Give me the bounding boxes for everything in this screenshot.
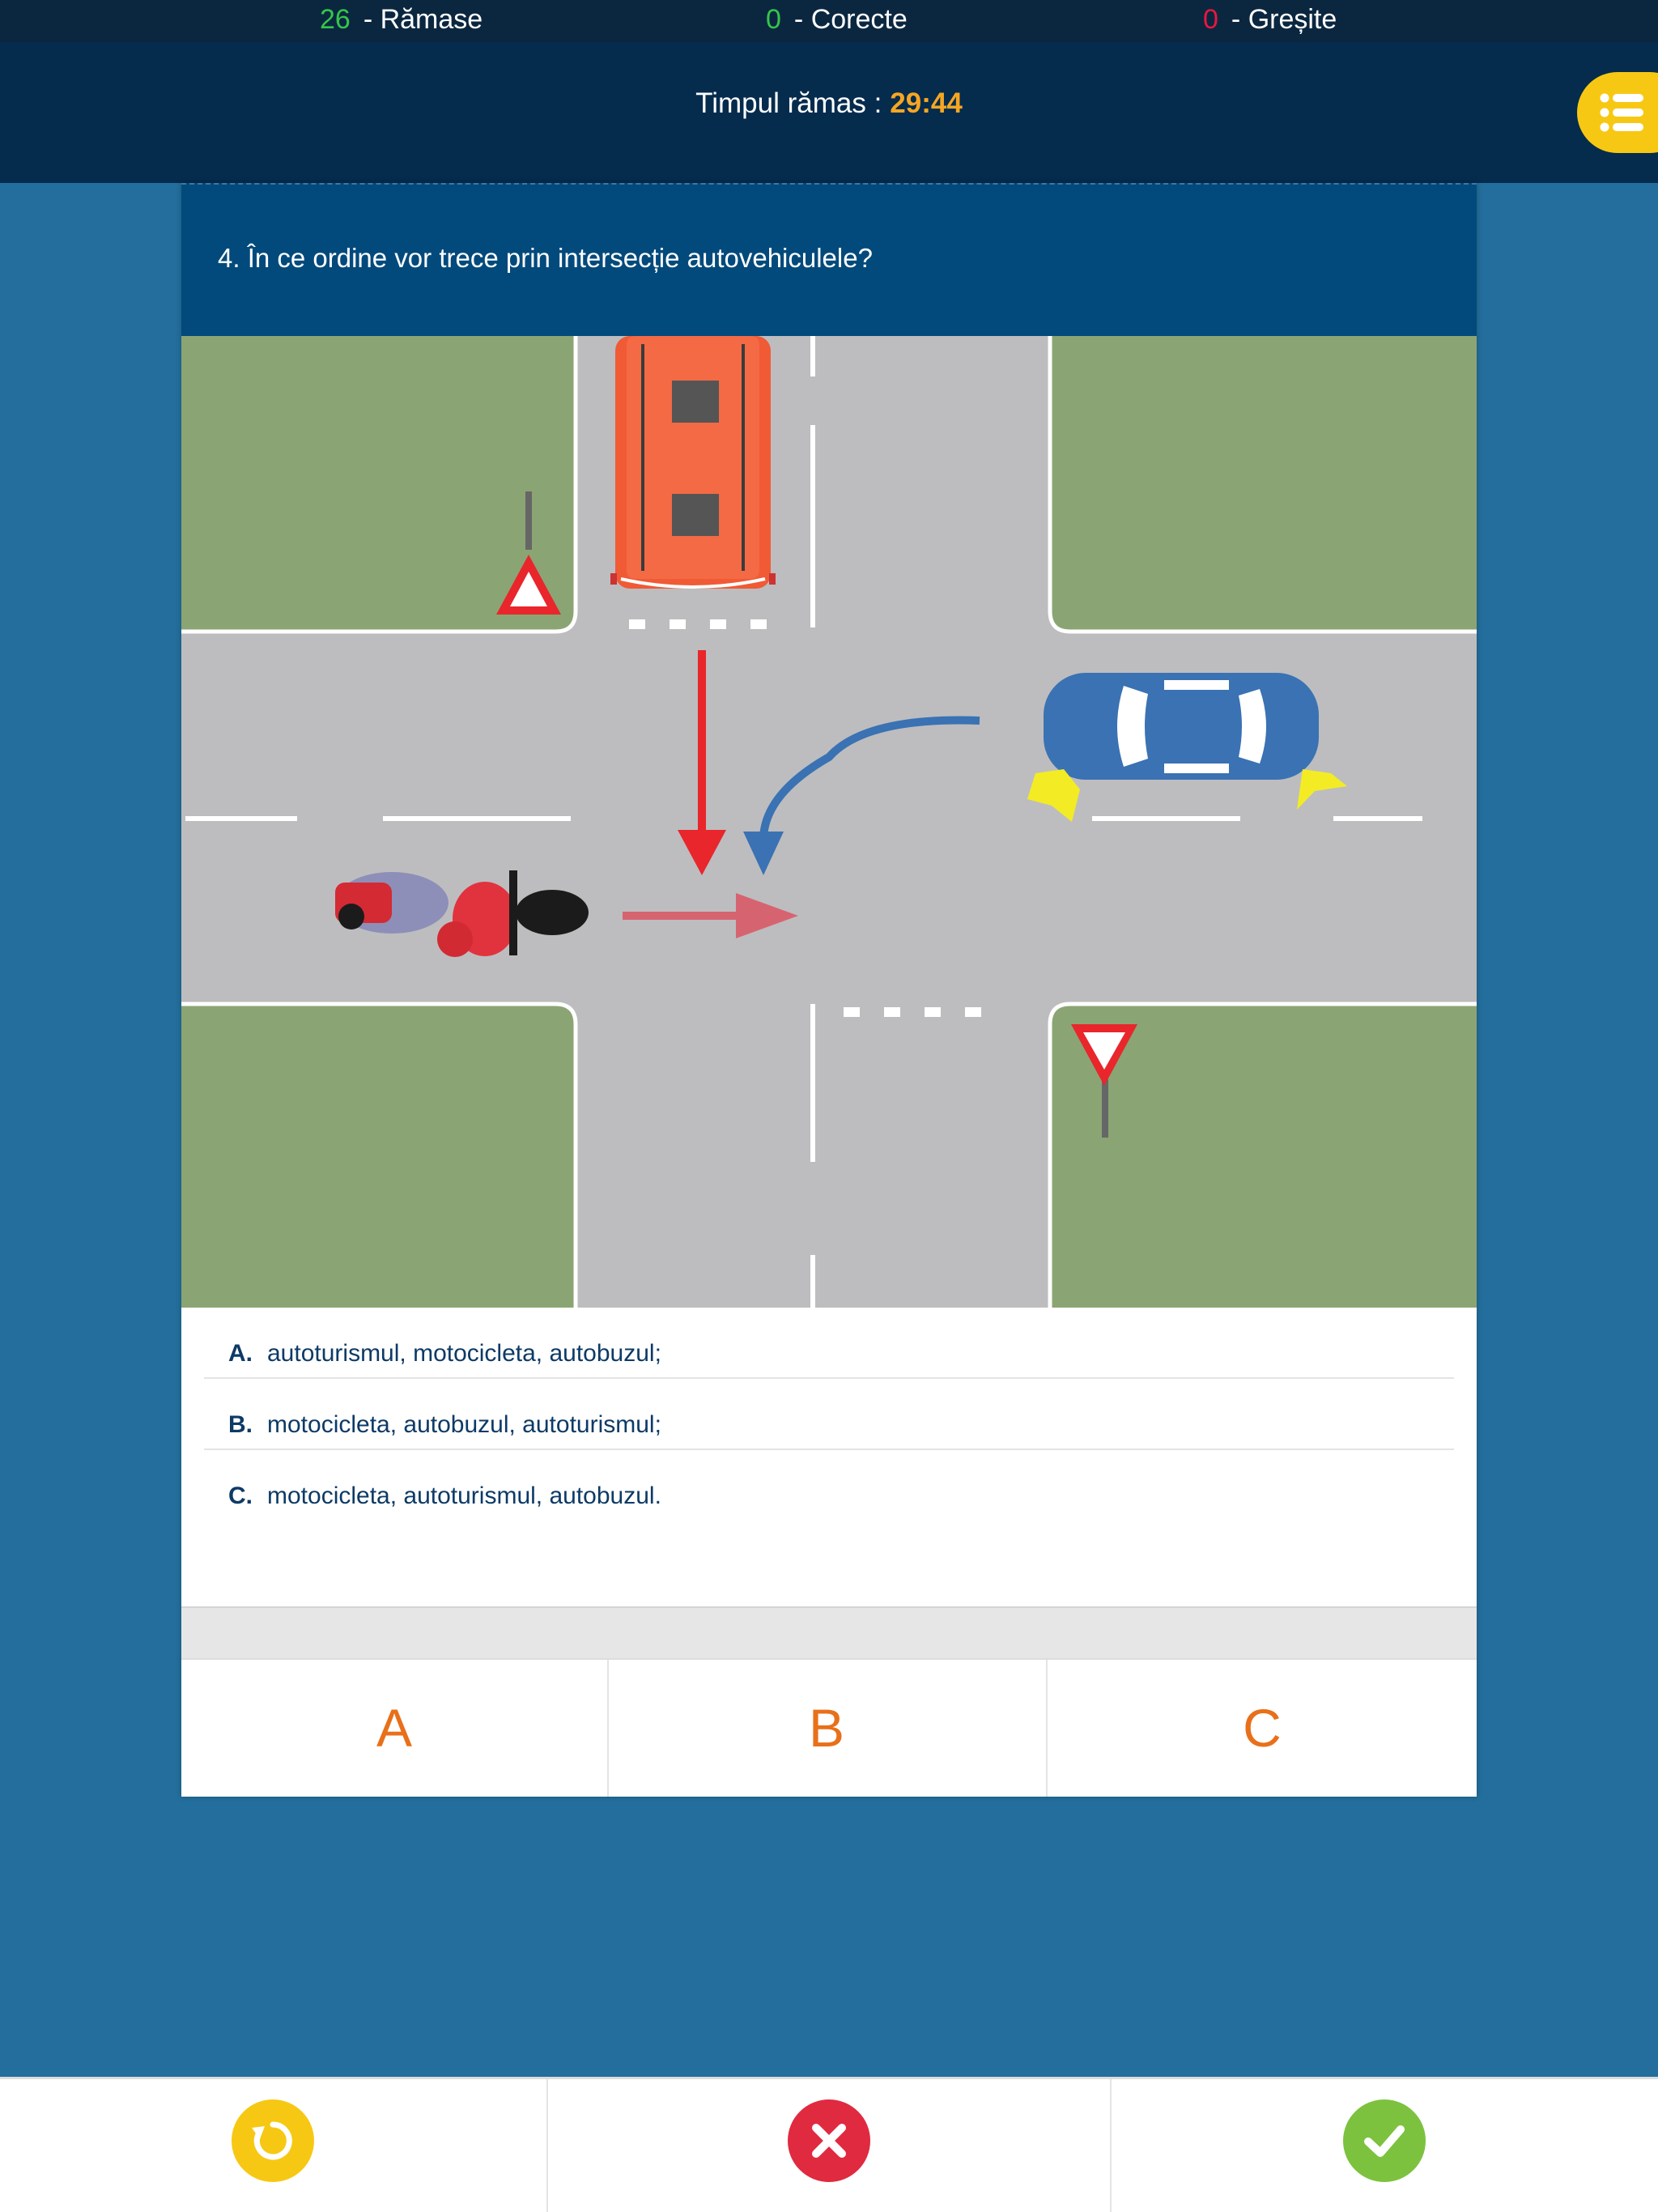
wrong-count: 0: [1203, 4, 1218, 35]
choice-buttons: A B C: [181, 1658, 1477, 1797]
answer-option-a[interactable]: A. autoturismul, motocicleta, autobuzul;: [204, 1308, 1454, 1379]
question-list-button[interactable]: [1577, 72, 1658, 153]
remaining-label: - Rămase: [363, 4, 483, 35]
bottom-action-bar: [0, 2077, 1658, 2212]
answer-option-c[interactable]: C. motocicleta, autoturismul, autobuzul.: [204, 1450, 1454, 1521]
correct-count: 0: [766, 4, 781, 35]
answer-letter: A.: [228, 1340, 253, 1367]
reset-button[interactable]: [232, 2099, 314, 2182]
wrong-button[interactable]: [788, 2099, 870, 2182]
choice-a-button[interactable]: A: [181, 1660, 609, 1797]
divider-strip: [181, 1606, 1477, 1658]
x-icon: [812, 2124, 846, 2158]
stats-bar: 26 - Rămase 0 - Corecte 0 - Greșite: [0, 0, 1658, 42]
correct-label: - Corecte: [793, 4, 908, 35]
wrong-label: - Greșite: [1231, 4, 1337, 35]
timer-label: Timpul rămas :: [695, 87, 882, 119]
remaining-count: 26: [320, 4, 351, 35]
question-header: 4. În ce ordine vor trece prin intersecț…: [181, 183, 1477, 336]
answer-option-b[interactable]: B. motocicleta, autobuzul, autoturismul;: [204, 1379, 1454, 1450]
motorcycle-icon: [335, 870, 589, 957]
action-cell-reset: [0, 2079, 548, 2212]
choice-b-button[interactable]: B: [607, 1660, 1048, 1797]
stat-correct: 0 - Corecte: [766, 4, 908, 36]
list-icon: [1600, 93, 1643, 132]
stat-wrong: 0 - Greșite: [1203, 4, 1337, 36]
reset-icon: [252, 2121, 292, 2160]
stat-remaining: 26 - Rămase: [320, 4, 483, 36]
answer-text: autoturismul, motocicleta, autobuzul;: [267, 1340, 661, 1367]
intersection-illustration: [181, 336, 1477, 1308]
timer-bar: Timpul rămas :29:44: [0, 42, 1658, 183]
question-card: 4. În ce ordine vor trece prin intersecț…: [181, 183, 1477, 1797]
action-cell-confirm: [1110, 2079, 1658, 2212]
action-cell-wrong: [546, 2079, 1112, 2212]
confirm-button[interactable]: [1343, 2099, 1426, 2182]
answer-list: A. autoturismul, motocicleta, autobuzul;…: [204, 1308, 1454, 1521]
choice-c-button[interactable]: C: [1243, 1698, 1282, 1758]
answer-text: motocicleta, autobuzul, autoturismul;: [267, 1411, 661, 1438]
answer-text: motocicleta, autoturismul, autobuzul.: [267, 1482, 661, 1509]
car-icon: [1027, 673, 1347, 822]
answer-letter: C.: [228, 1482, 253, 1509]
timer: Timpul rămas :29:44: [0, 87, 1658, 120]
check-icon: [1364, 2125, 1405, 2157]
timer-value: 29:44: [890, 87, 963, 119]
question-text: 4. În ce ordine vor trece prin intersecț…: [218, 243, 873, 273]
answer-letter: B.: [228, 1411, 253, 1438]
bus-icon: [610, 336, 776, 589]
